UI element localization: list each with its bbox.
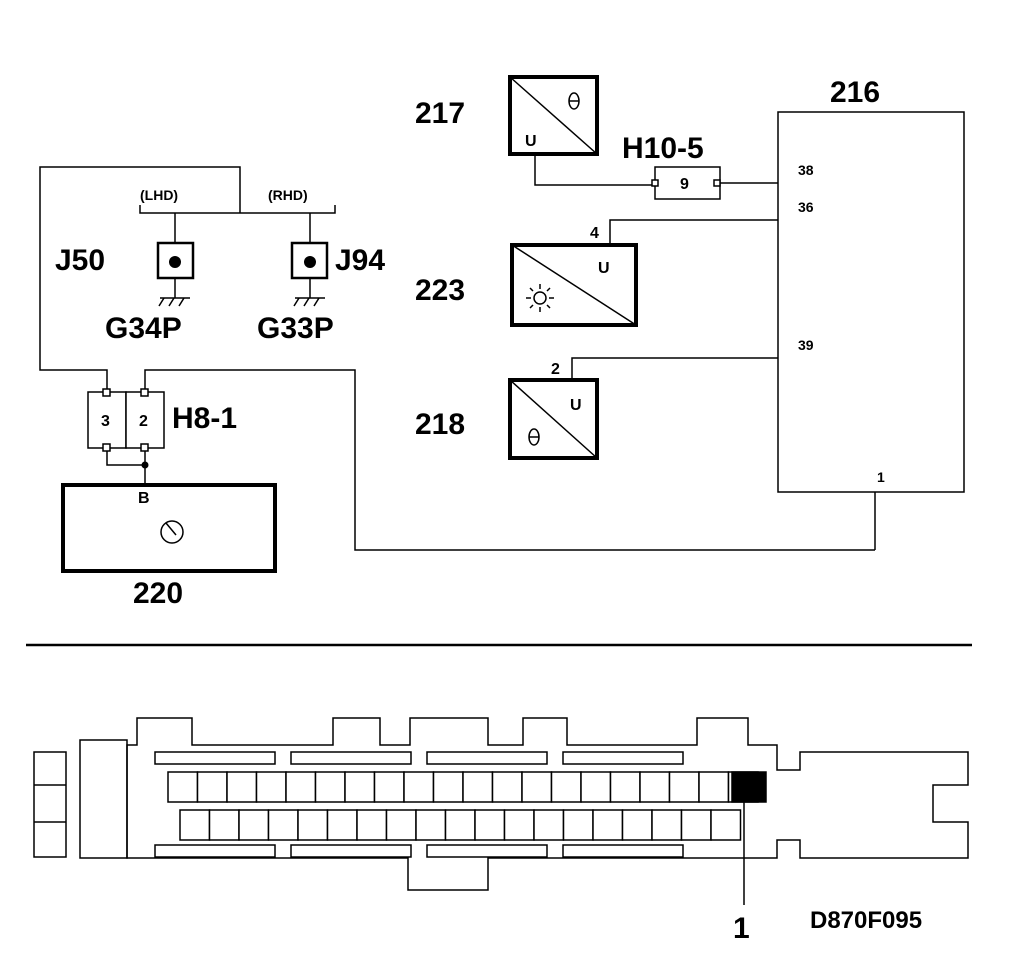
component-216-label: 216 [830,76,880,109]
pin-39-label: 39 [798,337,814,353]
ground-point-j50: J50 G34P [55,213,195,345]
wire-h8-1-3-bottom [106,448,145,466]
pin-2-label: 2 [551,361,560,378]
variant-lhd-label: (LHD) [140,187,178,203]
component-220: B 220 [61,483,277,610]
component-217: 217 U [415,75,599,156]
pin-cell [639,771,671,803]
pin-cell [403,771,435,803]
connector-h8-1-pin-3: 3 [101,413,110,430]
pin-cell [326,809,358,841]
sensor-u-symbol: U [598,260,610,277]
component-218-label: 218 [415,408,465,441]
pin-cell [680,809,712,841]
wire-h8-1-lhd-rhd [39,166,241,392]
pin-cell [208,809,240,841]
wire-218-216-39 [571,357,875,380]
pin-cell [592,809,624,841]
connector-h8-1-pin-2: 2 [139,413,148,430]
temperature-icon [568,92,580,110]
pin-cell [474,809,506,841]
pin-cell [238,809,270,841]
pin-cell [550,771,582,803]
connector-j94-label: J94 [335,244,385,277]
pin-cell [179,809,211,841]
pin-cell [491,771,523,803]
highlighted-pin [731,771,767,803]
pin-cell [698,771,730,803]
connector-h10-5-label: H10-5 [622,132,704,165]
pin-cell [609,771,641,803]
variant-rhd-label: (RHD) [268,187,308,203]
pin-cell [580,771,612,803]
connector-face-view: 1 D870F095 [33,717,969,945]
drawing-code: D870F095 [810,907,922,934]
connector-h8-1-label: H8-1 [172,402,237,435]
component-218: 218 2 U [415,361,599,460]
connector-h8-1: 3 2 H8-1 [87,388,237,452]
pin-cell [710,809,742,841]
temperature-icon [528,428,540,446]
ground-g34p-label: G34P [105,312,182,345]
pin-cell [432,771,464,803]
component-223-label: 223 [415,274,465,307]
lhd-rhd-bracket [139,205,336,214]
pin-cell [167,771,199,803]
component-223: 223 4 U [415,225,638,327]
component-217-label: 217 [415,97,465,130]
gauge-icon [160,520,184,544]
pin-cell [651,809,683,841]
ground-g33p-label: G33P [257,312,334,345]
ground-point-j94: J94 G33P [257,213,385,345]
pin-cell [314,771,346,803]
pin-cell [285,771,317,803]
wire-h8-1-216-1 [144,369,875,551]
connector-j50-label: J50 [55,244,105,277]
pin-b-label: B [138,490,150,507]
pin-cell [462,771,494,803]
pin-36-label: 36 [798,199,814,215]
callout-number: 1 [733,912,750,945]
pin-cell [415,809,447,841]
pin-cell [267,809,299,841]
pin-cell [503,809,535,841]
sun-icon [526,284,554,312]
pin-cell [562,809,594,841]
pin-cell [344,771,376,803]
sensor-u-symbol: U [570,397,582,414]
pin-4-label: 4 [590,225,599,242]
component-216: 216 38 36 39 1 [777,76,965,493]
pin-cell [226,771,258,803]
pin-1-label: 1 [877,469,885,485]
component-220-label: 220 [133,577,183,610]
pin-cell [521,771,553,803]
pin-row-top [167,771,759,803]
variant-labels: (LHD) (RHD) [140,187,308,203]
pin-cell [385,809,417,841]
splice-dot [141,461,149,469]
pin-cell [668,771,700,803]
connector-h10-5-pin: 9 [680,176,689,193]
pin-cell [533,809,565,841]
pin-cell [373,771,405,803]
pin-cell [444,809,476,841]
connector-h10-5: 9 H10-5 [622,132,721,200]
pin-row-bottom [179,809,742,841]
pin-cell [621,809,653,841]
pin-38-label: 38 [798,162,814,178]
sensor-u-symbol: U [525,133,537,150]
wire-217-h10-5 [534,155,655,186]
pin-cell [297,809,329,841]
pin-cell [356,809,388,841]
pin-cell [255,771,287,803]
pin-cell [196,771,228,803]
